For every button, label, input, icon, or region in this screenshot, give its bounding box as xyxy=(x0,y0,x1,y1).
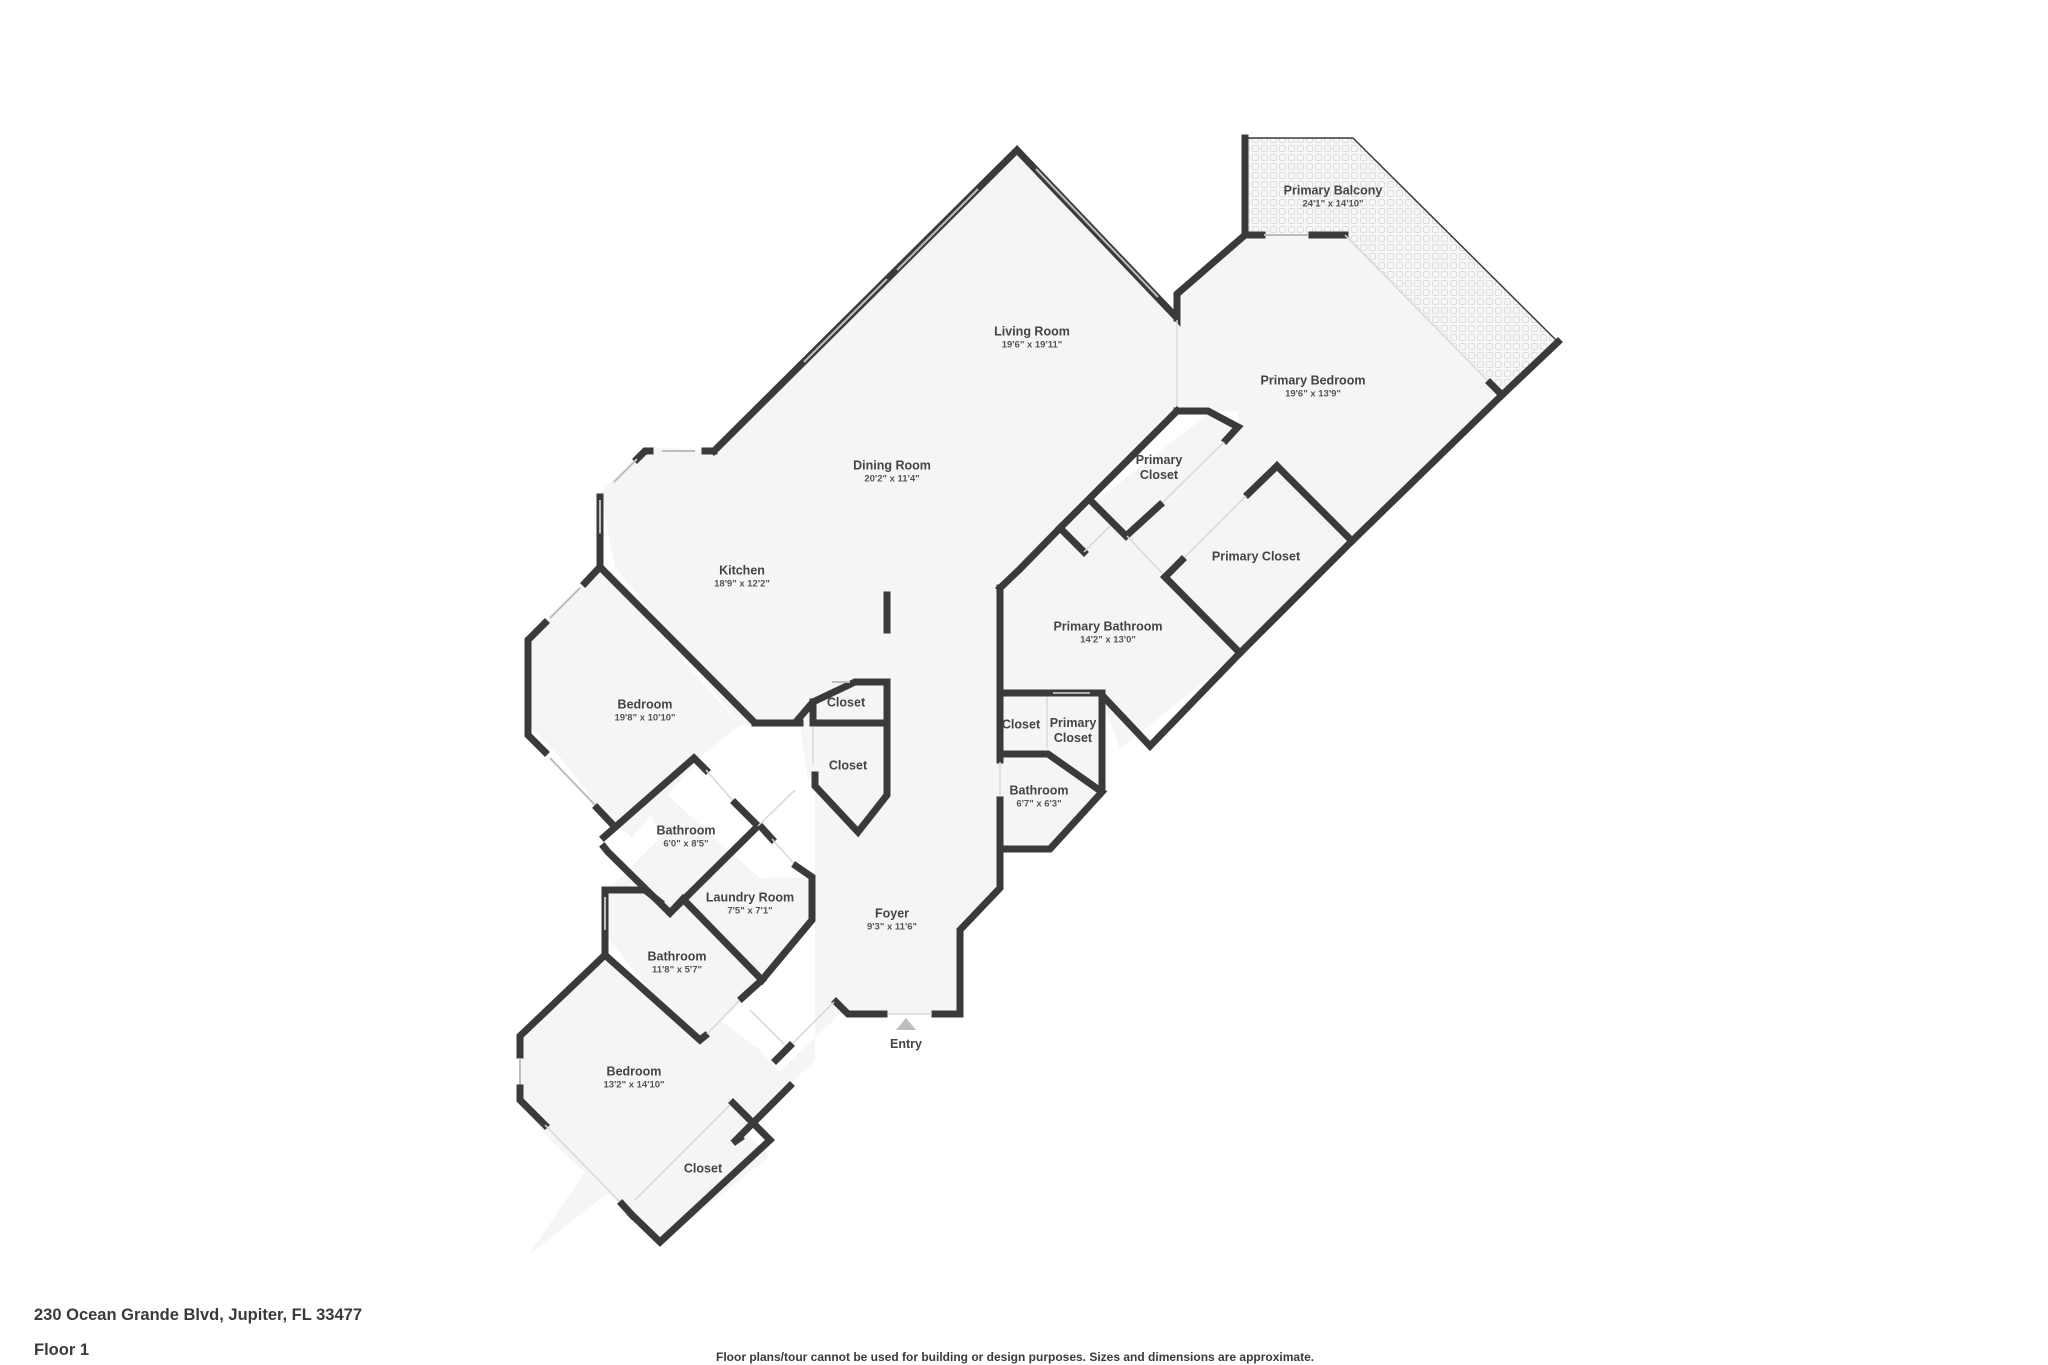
room-name: Primary Bathroom xyxy=(1053,619,1163,634)
room-label-bathroom-1: Bathroom 6'7" x 6'3" xyxy=(1009,784,1068,811)
room-label-closet-4: Closet xyxy=(684,1162,722,1177)
room-label-primary-closet-1: Primary Closet xyxy=(1129,453,1189,483)
room-dimensions: 6'7" x 6'3" xyxy=(1016,798,1062,810)
room-dimensions: 19'6" x 19'11" xyxy=(1001,339,1063,351)
property-address: 230 Ocean Grande Blvd, Jupiter, FL 33477 xyxy=(34,1306,363,1324)
room-label-living-room: Living Room 19'6" x 19'11" xyxy=(994,325,1070,352)
room-label-primary-closet-3: Primary Closet xyxy=(1047,716,1099,746)
room-label-primary-closet-2: Primary Closet xyxy=(1212,550,1300,565)
room-label-primary-bedroom: Primary Bedroom 19'6" x 13'9" xyxy=(1261,374,1366,401)
room-label-kitchen: Kitchen 18'9" x 12'2" xyxy=(714,564,770,591)
room-name: Closet xyxy=(683,1161,723,1176)
room-label-closet-3: Closet xyxy=(1002,718,1040,733)
primary-balcony-area xyxy=(1241,134,1563,400)
walls xyxy=(516,144,1507,1247)
floor-fill xyxy=(520,150,1502,1256)
room-label-closet-1: Closet xyxy=(827,696,865,711)
room-dimensions: 19'8" x 10'10" xyxy=(614,712,676,724)
room-name: Closet xyxy=(828,758,868,773)
room-label-bathroom-2: Bathroom 6'0" x 8'5" xyxy=(656,824,715,851)
room-label-closet-2: Closet xyxy=(829,759,867,774)
room-name: Living Room xyxy=(994,324,1070,339)
room-dimensions: 14'2" x 13'0" xyxy=(1080,634,1136,646)
room-label-dining-room: Dining Room 20'2" x 11'4" xyxy=(853,459,931,486)
room-name: Primary Closet xyxy=(1135,453,1183,482)
room-name: Primary Balcony xyxy=(1283,183,1383,198)
room-label-primary-bathroom: Primary Bathroom 14'2" x 13'0" xyxy=(1053,620,1162,647)
room-dimensions: 9'3" x 11'6" xyxy=(867,921,917,933)
room-name: Bathroom xyxy=(1009,783,1069,798)
room-label-foyer: Foyer 9'3" x 11'6" xyxy=(867,907,917,934)
room-name: Bathroom xyxy=(656,823,716,838)
room-name: Bedroom xyxy=(606,1064,662,1079)
entry-arrow-icon xyxy=(896,1018,916,1030)
room-label-laundry-room: Laundry Room 7'5" x 7'1" xyxy=(706,891,794,918)
room-name: Bedroom xyxy=(617,697,673,712)
room-dimensions: 20'2" x 11'4" xyxy=(864,473,920,485)
room-name: Bathroom xyxy=(647,949,707,964)
disclaimer-text: Floor plans/tour cannot be used for buil… xyxy=(716,1350,1315,1364)
room-label-bedroom-2: Bedroom 13'2" x 14'10" xyxy=(603,1065,664,1092)
entry-label: Entry xyxy=(890,1037,922,1051)
room-name: Primary Closet xyxy=(1211,549,1301,564)
room-dimensions: 24'1" x 14'10" xyxy=(1302,198,1364,210)
room-name: Primary Bedroom xyxy=(1260,373,1366,388)
room-label-primary-balcony: Primary Balcony 24'1" x 14'10" xyxy=(1284,184,1383,211)
room-label-bedroom-1: Bedroom 19'8" x 10'10" xyxy=(614,698,675,725)
room-dimensions: 19'6" x 13'9" xyxy=(1285,388,1341,400)
room-dimensions: 7'5" x 7'1" xyxy=(727,905,773,917)
room-name: Kitchen xyxy=(719,563,765,578)
room-dimensions: 6'0" x 8'5" xyxy=(663,838,709,850)
room-name: Laundry Room xyxy=(705,890,795,905)
room-name: Closet xyxy=(826,695,866,710)
floor-label: Floor 1 xyxy=(34,1341,90,1359)
room-name: Closet xyxy=(1001,717,1041,732)
room-dimensions: 13'2" x 14'10" xyxy=(603,1079,665,1091)
room-dimensions: 11'8" x 5'7" xyxy=(652,964,702,976)
room-name: Dining Room xyxy=(853,458,931,473)
room-name: Foyer xyxy=(874,906,910,921)
room-name: Primary Closet xyxy=(1049,716,1097,745)
room-dimensions: 18'9" x 12'2" xyxy=(714,578,770,590)
room-label-bathroom-3: Bathroom 11'8" x 5'7" xyxy=(647,950,706,977)
